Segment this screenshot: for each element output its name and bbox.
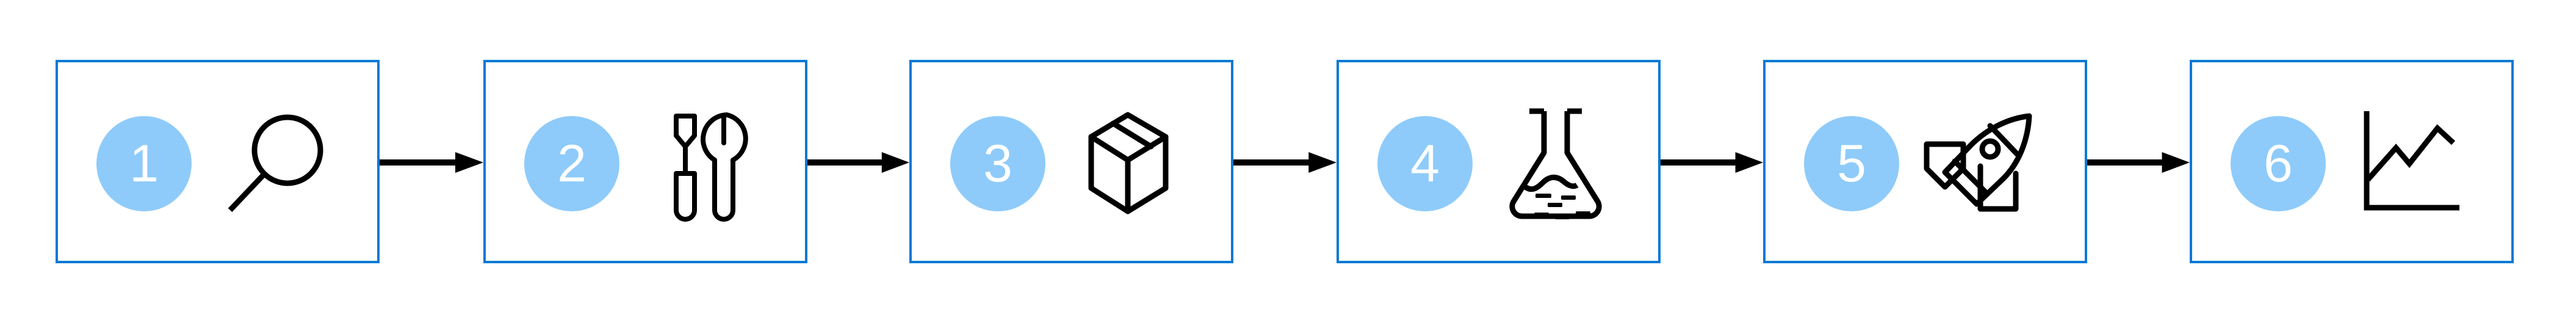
- magnifying-glass-icon: [211, 105, 339, 227]
- step-box-6[interactable]: 6: [2190, 60, 2514, 263]
- line-chart-icon: [2345, 105, 2473, 227]
- step-box-2[interactable]: 2: [483, 60, 807, 263]
- step-number-label-2: 2: [557, 134, 586, 193]
- step-number-badge-2: 2: [524, 116, 619, 211]
- step-number-badge-3: 3: [950, 116, 1045, 211]
- step-number-label-4: 4: [1410, 134, 1440, 193]
- step-number-badge-6: 6: [2231, 116, 2326, 211]
- step-box-3[interactable]: 3: [909, 60, 1233, 263]
- arrow-step3-to-step4: [1233, 148, 1337, 177]
- arrow-step4-to-step5: [1661, 148, 1763, 177]
- step-number-label-5: 5: [1837, 134, 1866, 193]
- step-number-badge-5: 5: [1804, 116, 1899, 211]
- step-number-label-1: 1: [129, 134, 159, 193]
- step-number-label-6: 6: [2264, 134, 2293, 193]
- step-box-4[interactable]: 4: [1337, 60, 1661, 263]
- step-number-label-3: 3: [983, 134, 1012, 193]
- arrow-step2-to-step3: [807, 148, 909, 177]
- step-box-5[interactable]: 5: [1763, 60, 2087, 263]
- step-number-badge-1: 1: [96, 116, 192, 211]
- step-number-badge-4: 4: [1377, 116, 1473, 211]
- rocket-icon: [1918, 105, 2046, 227]
- erlenmeyer-flask-icon: [1492, 105, 1620, 227]
- step-box-1[interactable]: 1: [56, 60, 380, 263]
- arrow-step5-to-step6: [2087, 148, 2190, 177]
- screwdriver-wrench-icon: [638, 105, 767, 227]
- arrow-step1-to-step2: [380, 148, 483, 177]
- package-box-icon: [1064, 105, 1192, 227]
